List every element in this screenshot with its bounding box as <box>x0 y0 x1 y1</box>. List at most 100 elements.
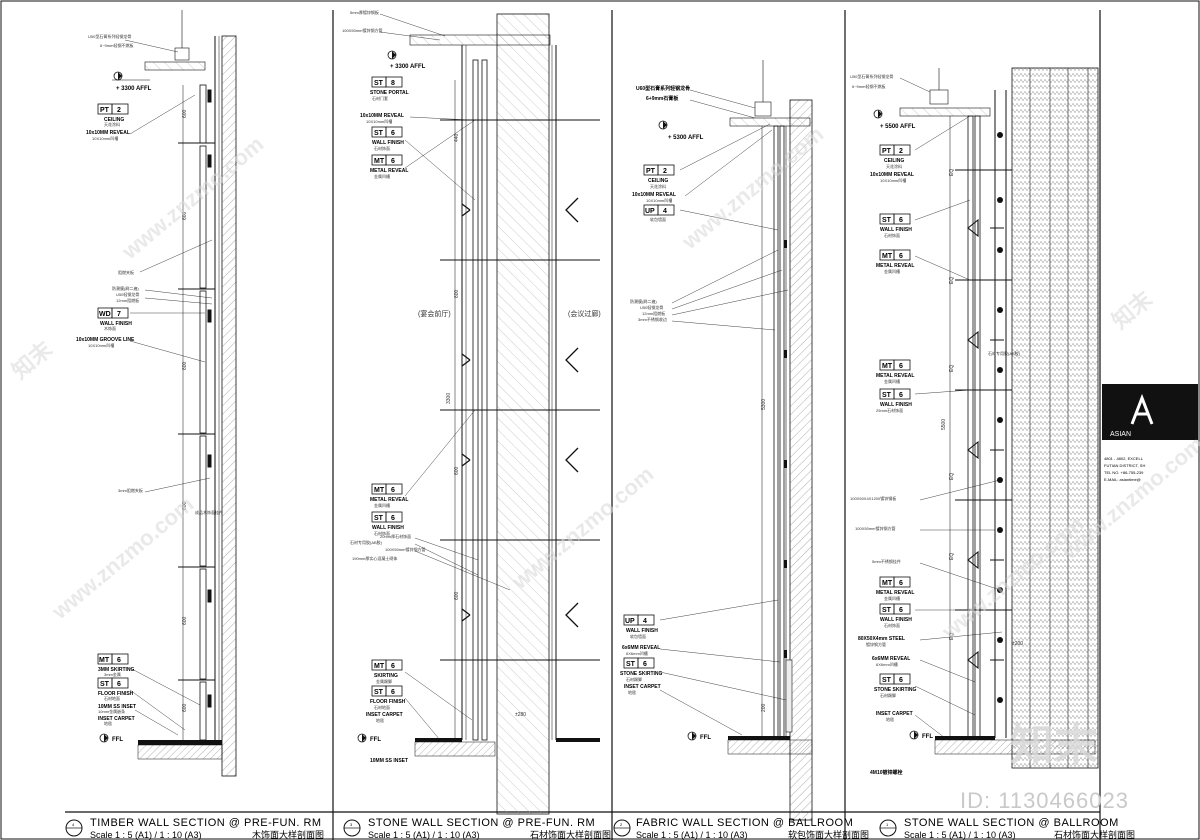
panel-timber-section: 600 600 600 600 600 600 + 3300 AFFL U50型… <box>76 10 237 777</box>
svg-text:SKIRTING: SKIRTING <box>374 673 398 679</box>
svg-text:MT: MT <box>374 487 385 494</box>
watermark-id: ID: 1130466023 <box>960 788 1129 813</box>
svg-text:METAL REVEAL: METAL REVEAL <box>876 590 914 596</box>
svg-text:4M10镀锌螺栓: 4M10镀锌螺栓 <box>870 769 903 776</box>
svg-text:INSET CARPET: INSET CARPET <box>624 684 661 690</box>
svg-text:Scale 1 : 5 (A1) / 1 : 10 (A3): Scale 1 : 5 (A1) / 1 : 10 (A3) <box>368 830 480 840</box>
svg-text:6: 6 <box>899 363 903 370</box>
svg-text:石材踢脚: 石材踢脚 <box>880 692 896 698</box>
svg-text:3mm阻燃夹板: 3mm阻燃夹板 <box>118 487 143 493</box>
panel-dividers <box>65 10 1101 840</box>
svg-text:TEL NO. +86-755-239: TEL NO. +86-755-239 <box>1104 470 1144 475</box>
tag-steel: 80X50X4mm STEEL 镀锌钢方管 6x6MM REVEAL 6X6mm… <box>858 631 1003 683</box>
svg-text:STONE WALL SECTION @ PRE-FUN.: STONE WALL SECTION @ PRE-FUN. RM <box>368 817 595 829</box>
tag-st-6: ST 6 FLOOR FINISH 石材地面 10MM SS INSET 10m… <box>97 667 201 736</box>
svg-text:7: 7 <box>117 311 121 318</box>
svg-text:知末: 知末 <box>1107 286 1158 334</box>
tag-mt-6-b: MT 6 METAL REVEAL 金属凹槽 <box>876 359 914 384</box>
tag-mt-6: MT 6 METAL REVEAL 金属凹槽 <box>370 119 476 179</box>
svg-text:CEILING: CEILING <box>884 158 904 164</box>
tag-st-6-b: ST 6 WALL FINISH 25mm石材饰面 <box>876 388 971 413</box>
svg-text:600: 600 <box>454 289 460 298</box>
svg-text:MT: MT <box>374 158 385 165</box>
svg-text:FLOOR FINISH: FLOOR FINISH <box>370 699 406 705</box>
svg-text:INSET CARPET: INSET CARPET <box>876 711 913 717</box>
svg-text:石材饰面: 石材饰面 <box>374 530 390 536</box>
svg-text:6: 6 <box>899 580 903 587</box>
svg-text:防潮膜(刷二遍): 防潮膜(刷二遍) <box>112 285 139 291</box>
svg-text:ST: ST <box>374 689 384 696</box>
watermark-brand: 知末 <box>7 336 58 384</box>
svg-text:FABRIC WALL SECTION @ BALLROOM: FABRIC WALL SECTION @ BALLROOM <box>636 817 853 829</box>
svg-text:6: 6 <box>899 392 903 399</box>
svg-text:3: 3 <box>350 822 353 827</box>
svg-text:2: 2 <box>620 822 623 827</box>
svg-text:200: 200 <box>761 703 767 712</box>
svg-text:软包墙面: 软包墙面 <box>630 633 646 639</box>
svg-text:10x10MM REVEAL: 10x10MM REVEAL <box>870 172 914 178</box>
svg-text:金属踢脚: 金属踢脚 <box>376 678 392 684</box>
svg-text:INSET CARPET: INSET CARPET <box>98 716 135 722</box>
svg-text:U50轻钢龙骨: U50轻钢龙骨 <box>640 304 663 310</box>
svg-text:FFL: FFL <box>370 737 381 743</box>
tag-pt-2: PT 2 CEILING 天花涂料 <box>97 103 129 127</box>
svg-text:10x10MM REVEAL: 10x10MM REVEAL <box>360 113 404 119</box>
svg-text:EQ: EQ <box>949 365 955 372</box>
svg-text:6X6mm凹槽: 6X6mm凹槽 <box>626 650 648 656</box>
svg-text:STONE SKIRTING: STONE SKIRTING <box>874 687 917 693</box>
brand-name: ASIAN <box>1110 431 1131 438</box>
svg-text:UP: UP <box>625 618 635 625</box>
top-note-1: U50型石膏系列轻钢龙骨 <box>88 33 131 39</box>
svg-text:天花涂料: 天花涂料 <box>104 121 120 127</box>
svg-text:ST: ST <box>100 681 110 688</box>
svg-text:6: 6 <box>391 689 395 696</box>
tag-groove: 10x10MM GROOVE LINE 10X10mm凹槽 <box>76 337 206 363</box>
svg-text:ST: ST <box>882 607 892 614</box>
tag-st-6-c: ST 6 WALL FINISH 石材饰面 <box>879 603 970 628</box>
svg-text:METAL REVEAL: METAL REVEAL <box>876 263 914 269</box>
svg-text:10MM SS INSET: 10MM SS INSET <box>98 704 136 710</box>
side-notes: 20mm厚石材饰面 石材专用胶(AB胶) 100X50mm镀锌钢方管 190mm… <box>350 533 511 591</box>
dim-5: 600 <box>182 616 188 625</box>
tag-wd-7: WD 7 WALL FINISH 木饰面 <box>97 307 205 331</box>
svg-text:成品木饰面挂件: 成品木饰面挂件 <box>195 509 223 515</box>
svg-text:石材专用胶(AB胶): 石材专用胶(AB胶) <box>988 350 1021 356</box>
svg-text:10x10MM REVEAL: 10x10MM REVEAL <box>632 192 676 198</box>
svg-text:PT: PT <box>646 168 656 175</box>
concrete-wall <box>221 35 237 777</box>
title-strip: 4 TIMBER WALL SECTION @ PRE-FUN. RM Scal… <box>65 817 1135 840</box>
svg-text:+ 5500 AFFL: + 5500 AFFL <box>880 124 916 130</box>
svg-text:木饰面: 木饰面 <box>104 325 116 331</box>
tag-up-4-b: UP 4 WALL FINISH 软包墙面 6x6MM REVEAL 6X6mm… <box>622 599 781 663</box>
title-panel-1: 1 STONE WALL SECTION @ BALLROOM Scale 1 … <box>879 817 1135 840</box>
tag-mt-6: MT 6 3MM SKIRTING 3mm金属 <box>97 653 135 677</box>
svg-text:3300: 3300 <box>446 393 452 404</box>
panel-stone-prefun: (宴会前厅) (会议过廊) 440 600 3300 600 600 ±280 … <box>342 9 601 815</box>
svg-text:ST: ST <box>374 515 384 522</box>
svg-text:软包墙面: 软包墙面 <box>650 216 666 222</box>
svg-text:5500: 5500 <box>941 419 947 430</box>
floor-section: FFL 10MM SS INSET <box>357 733 600 764</box>
svg-text:WALL FINISH: WALL FINISH <box>100 321 132 327</box>
svg-text:6: 6 <box>391 487 395 494</box>
tag-st-6: ST 6 WALL FINISH 石材饰面 <box>371 126 476 201</box>
tag-reveal: 10x10MM REVEAL 10X10mm凹槽 <box>360 113 471 124</box>
tag-st-6: ST 6 STONE SKIRTING 石材踢脚 INSET CARPET 地毯 <box>620 657 787 736</box>
svg-text:UP: UP <box>645 208 655 215</box>
svg-text:FFL: FFL <box>700 735 711 741</box>
svg-text:4: 4 <box>663 208 667 215</box>
tag-st-8: ST 8 STONE PORTAL 石材门套 <box>370 76 409 101</box>
svg-text:地毯: 地毯 <box>886 716 894 722</box>
svg-text:6: 6 <box>391 158 395 165</box>
svg-text:EQ: EQ <box>949 277 955 284</box>
svg-text:WALL FINISH: WALL FINISH <box>880 617 912 623</box>
svg-text:4: 4 <box>643 618 647 625</box>
svg-text:190mm厚实心混凝土砌体: 190mm厚实心混凝土砌体 <box>352 555 397 561</box>
svg-text:镀锌钢方管: 镀锌钢方管 <box>866 641 886 647</box>
floor-section: FFL 4M10镀锌螺栓 <box>870 730 1096 776</box>
title-panel-2: 2 FABRIC WALL SECTION @ BALLROOM Scale 1… <box>613 817 869 840</box>
svg-text:6: 6 <box>643 661 647 668</box>
svg-text:FLOOR FINISH: FLOOR FINISH <box>98 691 134 697</box>
tag-st-6-b: ST 6 WALL FINISH 石材饰面 <box>371 511 404 536</box>
